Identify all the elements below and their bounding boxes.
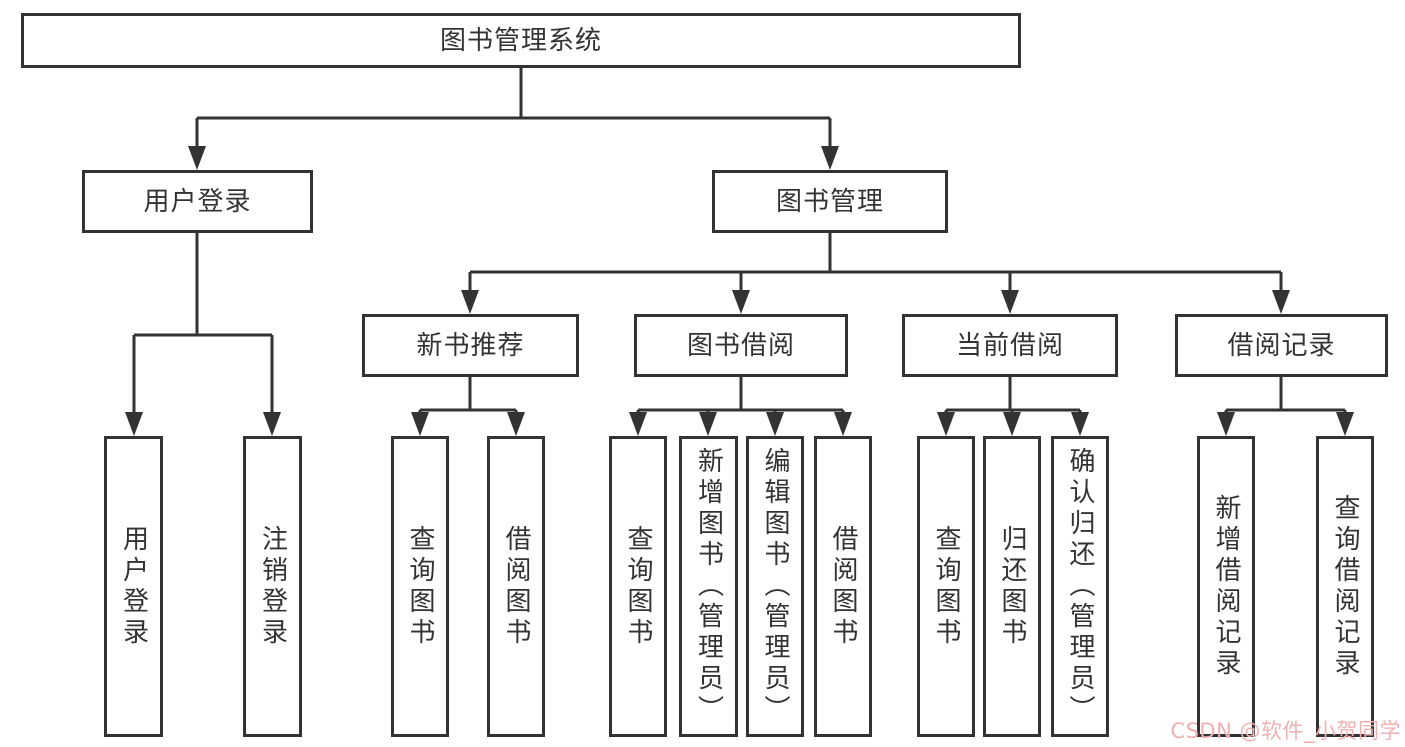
node-root: 图书管理系统: [21, 13, 1021, 68]
leaf-query-book-recommend: 查询图书: [391, 436, 449, 737]
leaf-query-borrow-record: 查询借阅记录: [1316, 436, 1374, 737]
leaf-query-book-current: 查询图书: [917, 436, 975, 737]
leaf-add-borrow-record-label: 新增借阅记录: [1211, 493, 1241, 680]
leaf-confirm-return-admin-label: 确认归还（管理员）: [1065, 447, 1095, 726]
leaf-query-book-current-label: 查询图书: [931, 524, 961, 649]
node-borrow-records: 借阅记录: [1175, 314, 1388, 377]
node-book-borrow-label: 图书借阅: [686, 330, 795, 361]
node-new-book-recommend-label: 新书推荐: [416, 330, 525, 361]
node-current-borrow-label: 当前借阅: [955, 330, 1064, 361]
csdn-watermark: CSDN @软件_小贺同学: [1170, 719, 1401, 743]
node-user-login: 用户登录: [82, 170, 313, 233]
leaf-query-book-recommend-label: 查询图书: [405, 524, 435, 649]
leaf-query-borrow-record-label: 查询借阅记录: [1330, 493, 1360, 680]
leaf-edit-book-admin-label: 编辑图书（管理员）: [760, 447, 790, 726]
arrowheads: [125, 146, 1354, 436]
leaf-borrow-book: 借阅图书: [814, 436, 872, 737]
leaf-logout: 注销登录: [243, 436, 302, 737]
node-book-management-label: 图书管理: [775, 186, 884, 217]
leaf-edit-book-admin: 编辑图书（管理员）: [746, 436, 804, 737]
node-book-management: 图书管理: [712, 170, 948, 233]
leaf-return-book: 归还图书: [983, 436, 1041, 737]
node-book-borrow: 图书借阅: [634, 314, 848, 377]
node-borrow-records-label: 借阅记录: [1227, 330, 1336, 361]
leaf-query-book-borrow-label: 查询图书: [623, 524, 653, 649]
leaf-user-login-label: 用户登录: [118, 524, 149, 649]
leaf-borrow-book-label: 借阅图书: [828, 524, 858, 649]
leaf-query-book-borrow: 查询图书: [609, 436, 667, 737]
leaf-borrow-book-recommend-label: 借阅图书: [501, 524, 531, 649]
leaf-user-login: 用户登录: [104, 436, 163, 737]
leaf-return-book-label: 归还图书: [997, 524, 1027, 649]
leaf-borrow-book-recommend: 借阅图书: [487, 436, 545, 737]
node-root-label: 图书管理系统: [439, 25, 602, 56]
leaf-add-borrow-record: 新增借阅记录: [1197, 436, 1255, 737]
node-new-book-recommend: 新书推荐: [362, 314, 579, 377]
leaf-logout-label: 注销登录: [257, 524, 288, 649]
leaf-confirm-return-admin: 确认归还（管理员）: [1051, 436, 1109, 737]
node-user-login-label: 用户登录: [143, 186, 252, 217]
leaf-add-book-admin-label: 新增图书（管理员）: [693, 447, 724, 726]
node-current-borrow: 当前借阅: [902, 314, 1118, 377]
leaf-add-book-admin: 新增图书（管理员）: [679, 436, 738, 737]
